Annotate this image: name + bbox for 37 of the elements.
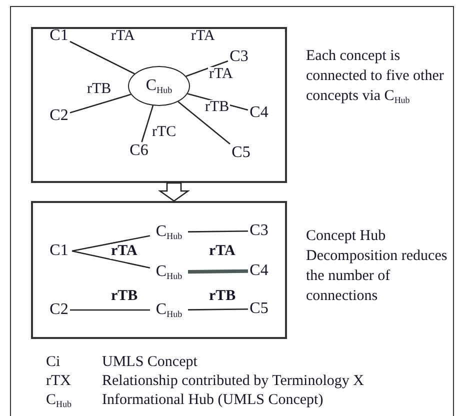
connector-line (70, 309, 150, 311)
concept-label: C3 (228, 48, 250, 66)
legend-description: Informational Hub (UMLS Concept) (102, 391, 324, 410)
connector-line (188, 230, 248, 232)
connector-line (186, 60, 228, 77)
side-note: Each concept is connected to five other concepts via C$_{Hub}$ (306, 47, 445, 107)
concept-label: C$_{Hub}$ (150, 262, 188, 282)
concept-label: C5 (248, 300, 270, 318)
concept-label: C4 (248, 104, 270, 122)
concept-label: C5 (230, 144, 252, 162)
connector-line (188, 269, 248, 274)
legend-description: UMLS Concept (102, 353, 198, 372)
concept-label: C4 (248, 262, 270, 280)
connector-line (70, 40, 135, 74)
concept-label: C$_{Hub}$ (150, 222, 188, 242)
connector-line (178, 101, 230, 145)
side-note: Concept Hub Decomposition reduces the number of connections (306, 227, 448, 306)
connector-line (70, 94, 132, 114)
concept-label: C1 (48, 27, 70, 45)
panel-frame (31, 201, 287, 339)
concept-label: C2 (48, 107, 70, 125)
concept-label: C$_{Hub}$ (150, 300, 188, 320)
legend-symbol: rTX (46, 372, 72, 391)
connector-line (188, 308, 248, 310)
edge-label: rTA (110, 244, 138, 259)
legend-symbol: C$_{Hub}$ (46, 391, 73, 411)
hub-ellipse: C$_{Hub}$ (128, 66, 190, 106)
legend-description: Relationship contributed by Terminology X (102, 372, 364, 391)
concept-label: C3 (248, 222, 270, 240)
connector-line (141, 105, 154, 142)
concept-label: C2 (48, 301, 70, 319)
legend-symbol: Ci (46, 353, 62, 372)
connector-line (72, 235, 150, 252)
concept-label: C1 (48, 242, 70, 260)
connector-line (72, 250, 150, 269)
concept-label: C6 (128, 142, 150, 160)
block-arrow (158, 182, 190, 202)
